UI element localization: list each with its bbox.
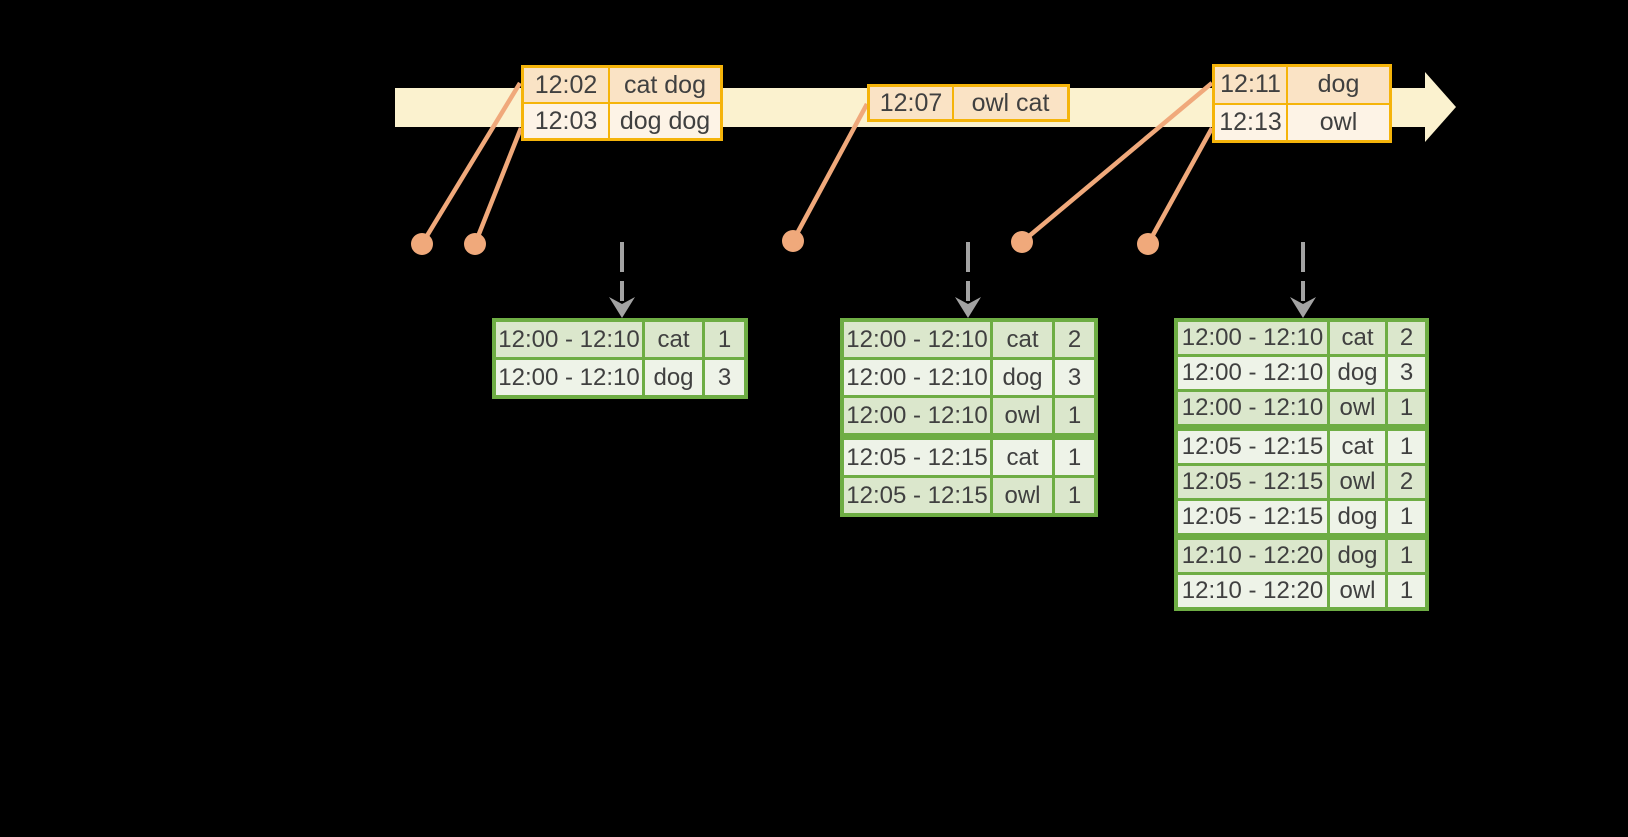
event-words-cell: cat dog (610, 68, 720, 102)
event-time-dot (411, 233, 433, 255)
word-cell: owl (993, 478, 1052, 513)
word-cell: cat (1330, 431, 1385, 463)
event-time-cell: 12:11 (1215, 67, 1286, 103)
window-cell: 12:05 - 12:15 (844, 440, 990, 475)
trigger-arrowhead-icon (1290, 297, 1316, 318)
count-cell: 3 (1055, 360, 1094, 395)
window-cell: 12:10 - 12:20 (1178, 540, 1327, 572)
count-cell: 1 (1055, 398, 1094, 433)
trigger-arrowhead-icon (955, 297, 981, 318)
word-cell: cat (645, 322, 702, 357)
count-cell: 1 (1388, 392, 1425, 424)
word-cell: dog (645, 360, 702, 395)
count-cell: 3 (705, 360, 744, 395)
count-cell: 2 (1388, 466, 1425, 498)
event-time-cell: 12:03 (524, 104, 608, 138)
event-words-cell: owl (1288, 104, 1389, 140)
event-time-cell: 12:07 (870, 87, 952, 119)
event-time-dot (464, 233, 486, 255)
event-time-dot (782, 230, 804, 252)
timeline-arrowhead-icon (1425, 72, 1456, 142)
count-cell: 1 (1055, 478, 1094, 513)
word-cell: owl (1330, 575, 1385, 607)
event-time-cell: 12:13 (1215, 104, 1286, 140)
count-cell: 1 (1388, 540, 1425, 572)
word-cell: cat (993, 322, 1052, 357)
word-cell: dog (1330, 540, 1385, 572)
word-cell: owl (993, 398, 1052, 433)
count-cell: 1 (1388, 575, 1425, 607)
count-cell: 3 (1388, 357, 1425, 389)
word-cell: dog (993, 360, 1052, 395)
word-cell: dog (1330, 501, 1385, 533)
event-time-cell: 12:02 (524, 68, 608, 102)
window-cell: 12:00 - 12:10 (844, 398, 990, 433)
event-time-dot (1137, 233, 1159, 255)
word-cell: cat (993, 440, 1052, 475)
event-words-cell: dog dog (610, 104, 720, 138)
window-cell: 12:00 - 12:10 (844, 360, 990, 395)
event-words-cell: owl cat (954, 87, 1067, 119)
word-cell: owl (1330, 392, 1385, 424)
word-cell: dog (1330, 357, 1385, 389)
window-cell: 12:05 - 12:15 (1178, 501, 1327, 533)
window-cell: 12:05 - 12:15 (1178, 466, 1327, 498)
event-words-cell: dog (1288, 67, 1389, 103)
window-cell: 12:00 - 12:10 (496, 360, 642, 395)
trigger-arrowhead-icon (609, 297, 635, 318)
count-cell: 1 (1388, 431, 1425, 463)
callout-line (472, 127, 524, 245)
callout-line (1020, 81, 1214, 244)
word-cell: owl (1330, 466, 1385, 498)
window-cell: 12:00 - 12:10 (496, 322, 642, 357)
window-cell: 12:00 - 12:10 (1178, 357, 1327, 389)
callout-line (791, 102, 869, 243)
window-cell: 12:05 - 12:15 (1178, 431, 1327, 463)
count-cell: 2 (1055, 322, 1094, 357)
count-cell: 2 (1388, 322, 1425, 354)
window-cell: 12:10 - 12:20 (1178, 575, 1327, 607)
count-cell: 1 (705, 322, 744, 357)
word-cell: cat (1330, 322, 1385, 354)
callout-line (1146, 126, 1214, 246)
count-cell: 1 (1388, 501, 1425, 533)
window-cell: 12:00 - 12:10 (1178, 322, 1327, 354)
count-cell: 1 (1055, 440, 1094, 475)
window-cell: 12:00 - 12:10 (844, 322, 990, 357)
event-time-dot (1011, 231, 1033, 253)
callout-line (420, 81, 522, 246)
window-cell: 12:00 - 12:10 (1178, 392, 1327, 424)
window-cell: 12:05 - 12:15 (844, 478, 990, 513)
